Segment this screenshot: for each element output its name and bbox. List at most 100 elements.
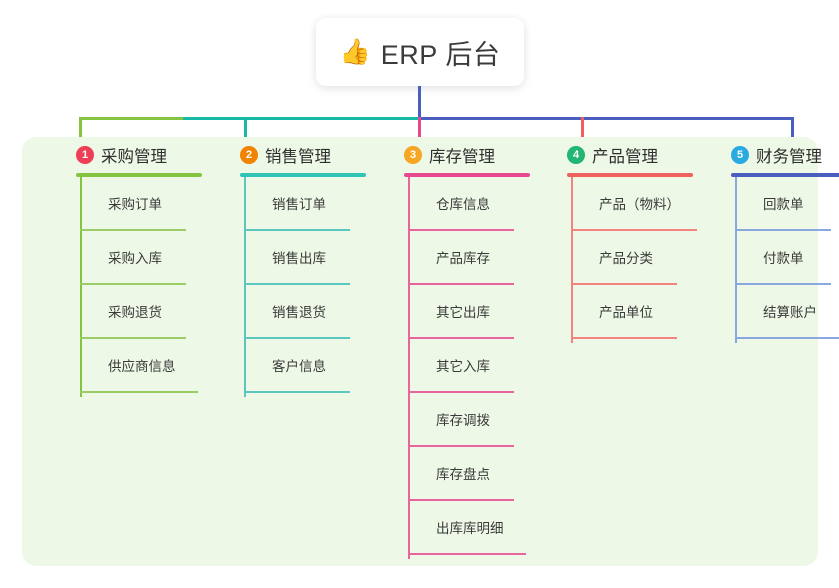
list-item-label: 产品库存 (436, 251, 490, 266)
list-item-underline (408, 553, 526, 555)
list-item[interactable]: 产品库存 (408, 231, 546, 285)
list-item-label: 产品单位 (599, 305, 653, 320)
list-item[interactable]: 客户信息 (244, 339, 382, 393)
module-items-purchasing: 采购订单 采购入库 采购退货 供应商信息 (80, 177, 218, 393)
list-item[interactable]: 产品（物料） (571, 177, 709, 231)
module-title-inventory: 库存管理 (429, 148, 495, 166)
module-underline-inventory (404, 173, 530, 177)
module-badge-5: 5 (731, 146, 749, 164)
module-header-product[interactable]: 4 产品管理 (549, 137, 709, 173)
list-item[interactable]: 其它出库 (408, 285, 546, 339)
list-item[interactable]: 回款单 (735, 177, 839, 231)
connector-bar-blue (419, 117, 694, 120)
module-title-sales: 销售管理 (265, 148, 331, 166)
list-item-label: 付款单 (763, 251, 804, 266)
list-item-label: 回款单 (763, 197, 804, 212)
connector-drop-col4 (581, 117, 584, 148)
list-item-label: 其它入库 (436, 359, 490, 374)
module-title-finance: 财务管理 (756, 148, 822, 166)
list-item-underline (735, 229, 831, 231)
list-item-label: 产品分类 (599, 251, 653, 266)
connector-drop-col5 (791, 117, 794, 148)
module-header-finance[interactable]: 5 财务管理 (713, 137, 839, 173)
list-item-underline (244, 229, 350, 231)
list-item[interactable]: 采购订单 (80, 177, 218, 231)
list-item-label: 出库库明细 (436, 521, 504, 536)
module-header-inventory[interactable]: 3 库存管理 (386, 137, 546, 173)
module-spine-inventory (408, 177, 410, 559)
root-node-erp-backend[interactable]: 👍 ERP 后台 (316, 18, 524, 86)
list-item-underline (80, 391, 198, 393)
module-items-sales: 销售订单 销售出库 销售退货 客户信息 (244, 177, 382, 393)
list-item-label: 销售订单 (272, 197, 326, 212)
list-item[interactable]: 产品单位 (571, 285, 709, 339)
list-item-label: 库存盘点 (436, 467, 490, 482)
list-item-underline (408, 229, 514, 231)
module-title-product: 产品管理 (592, 148, 658, 166)
list-item-underline (408, 283, 514, 285)
list-item-label: 仓库信息 (436, 197, 490, 212)
module-underline-purchasing (76, 173, 202, 177)
modules-panel: 1 采购管理 采购订单 采购入库 采购退货 供应商信息 (22, 137, 839, 566)
module-header-purchasing[interactable]: 1 采购管理 (58, 137, 218, 173)
list-item-label: 其它出库 (436, 305, 490, 320)
module-column-product[interactable]: 4 产品管理 产品（物料） 产品分类 产品单位 (549, 137, 709, 343)
connector-drop-col3 (418, 117, 421, 148)
list-item-underline (80, 337, 186, 339)
list-item-label: 采购入库 (108, 251, 162, 266)
list-item[interactable]: 出库库明细 (408, 501, 546, 555)
list-item[interactable]: 产品分类 (571, 231, 709, 285)
module-underline-finance (731, 173, 839, 177)
list-item-label: 库存调拨 (436, 413, 490, 428)
module-badge-3: 3 (404, 146, 422, 164)
module-title-purchasing: 采购管理 (101, 148, 167, 166)
connector-root-stem (418, 86, 421, 119)
list-item-underline (408, 391, 514, 393)
module-badge-1: 1 (76, 146, 94, 164)
list-item[interactable]: 采购入库 (80, 231, 218, 285)
module-spine-sales (244, 177, 246, 397)
list-item[interactable]: 其它入库 (408, 339, 546, 393)
thumbs-up-icon: 👍 (339, 37, 371, 66)
list-item[interactable]: 库存调拨 (408, 393, 546, 447)
list-item[interactable]: 销售退货 (244, 285, 382, 339)
list-item[interactable]: 采购退货 (80, 285, 218, 339)
list-item[interactable]: 仓库信息 (408, 177, 546, 231)
list-item-underline (80, 229, 186, 231)
list-item[interactable]: 供应商信息 (80, 339, 218, 393)
list-item-underline (571, 229, 697, 231)
list-item-label: 结算账户 (763, 305, 817, 320)
list-item[interactable]: 付款单 (735, 231, 839, 285)
list-item-underline (571, 283, 677, 285)
module-column-purchasing[interactable]: 1 采购管理 采购订单 采购入库 采购退货 供应商信息 (58, 137, 218, 397)
list-item-label: 供应商信息 (108, 359, 176, 374)
module-items-finance: 回款单 付款单 结算账户 (735, 177, 839, 339)
list-item-underline (408, 337, 514, 339)
connector-bar-blue-right (694, 117, 794, 120)
module-header-sales[interactable]: 2 销售管理 (222, 137, 382, 173)
module-spine-product (571, 177, 573, 343)
list-item-underline (735, 283, 831, 285)
module-column-inventory[interactable]: 3 库存管理 仓库信息 产品库存 其它出库 其它入库 (386, 137, 546, 559)
module-items-inventory: 仓库信息 产品库存 其它出库 其它入库 库存调拨 (408, 177, 546, 555)
list-item-underline (244, 337, 350, 339)
list-item-underline (571, 337, 677, 339)
list-item[interactable]: 结算账户 (735, 285, 839, 339)
list-item[interactable]: 库存盘点 (408, 447, 546, 501)
module-underline-sales (240, 173, 366, 177)
module-column-sales[interactable]: 2 销售管理 销售订单 销售出库 销售退货 客户信息 (222, 137, 382, 397)
module-column-finance[interactable]: 5 财务管理 回款单 付款单 结算账户 (713, 137, 839, 343)
list-item-underline (80, 283, 186, 285)
list-item-label: 采购退货 (108, 305, 162, 320)
connector-drop-col1 (79, 117, 82, 148)
list-item-underline (244, 391, 350, 393)
list-item[interactable]: 销售出库 (244, 231, 382, 285)
root-node-title: ERP 后台 (380, 39, 501, 70)
list-item-underline (408, 499, 514, 501)
module-items-product: 产品（物料） 产品分类 产品单位 (571, 177, 709, 339)
list-item-label: 产品（物料） (599, 197, 680, 212)
connector-bar-teal (183, 117, 419, 120)
list-item[interactable]: 销售订单 (244, 177, 382, 231)
connector-bar-green (79, 117, 183, 120)
